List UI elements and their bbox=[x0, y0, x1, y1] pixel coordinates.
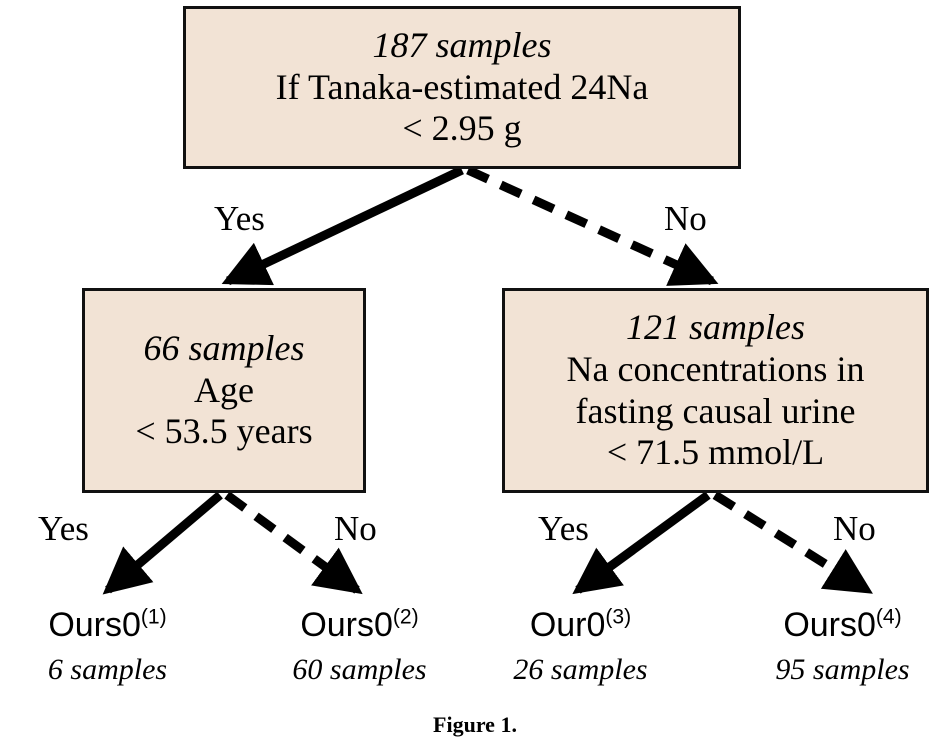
leaf-3-superscript: (3) bbox=[605, 605, 632, 629]
node-right-condition-line3: < 71.5 mmol/L bbox=[606, 432, 825, 473]
edge-root-no bbox=[466, 165, 719, 286]
leaf-1-superscript: (1) bbox=[140, 605, 167, 629]
edge-label-right-yes: Yes bbox=[538, 509, 589, 548]
edge-label-root-no: No bbox=[664, 199, 707, 238]
leaf-node-4[interactable]: Ours0(4) 95 samples bbox=[735, 605, 950, 686]
leaf-3-count: 26 samples bbox=[513, 653, 648, 686]
node-right-condition-line2: fasting causal urine bbox=[575, 390, 856, 431]
leaf-3-name: Our0(3) bbox=[473, 605, 688, 644]
leaf-4-count: 95 samples bbox=[775, 653, 910, 686]
edge-right-no bbox=[712, 491, 873, 594]
node-left-condition-line2: < 53.5 years bbox=[135, 411, 313, 452]
edge-left-yes bbox=[102, 491, 223, 595]
leaf-2-count: 60 samples bbox=[292, 653, 427, 686]
edge-label-left-no: No bbox=[334, 509, 377, 548]
leaf-2-name: Ours0(2) bbox=[252, 605, 467, 644]
node-right-condition-line1: Na concentrations in bbox=[566, 348, 865, 389]
leaf-4-name-text: Ours0 bbox=[783, 606, 876, 644]
leaf-node-1[interactable]: Ours0(1) 6 samples bbox=[0, 605, 215, 686]
leaf-1-count: 6 samples bbox=[47, 653, 168, 686]
node-root-condition-line2: < 2.95 g bbox=[402, 108, 522, 149]
node-root[interactable]: 187 samples If Tanaka-estimated 24Na < 2… bbox=[183, 6, 741, 169]
node-left[interactable]: 66 samples Age < 53.5 years bbox=[82, 288, 366, 493]
leaf-4-superscript: (4) bbox=[875, 605, 902, 629]
edge-left-no bbox=[224, 491, 363, 595]
node-left-count: 66 samples bbox=[143, 327, 305, 368]
edge-label-right-no: No bbox=[833, 509, 876, 548]
edge-label-left-yes: Yes bbox=[38, 509, 89, 548]
figure-caption: Figure 1. bbox=[433, 712, 517, 737]
leaf-4-name: Ours0(4) bbox=[735, 605, 950, 644]
leaf-node-2[interactable]: Ours0(2) 60 samples bbox=[252, 605, 467, 686]
leaf-3-name-text: Our0 bbox=[529, 606, 606, 644]
edge-root-yes bbox=[221, 165, 464, 286]
node-right-count: 121 samples bbox=[626, 307, 805, 347]
node-root-condition-line1: If Tanaka-estimated 24Na bbox=[275, 66, 649, 107]
leaf-node-3[interactable]: Our0(3) 26 samples bbox=[473, 605, 688, 686]
node-right[interactable]: 121 samples Na concentrations in fasting… bbox=[502, 288, 929, 493]
leaf-2-superscript: (2) bbox=[392, 605, 419, 629]
edge-right-yes bbox=[572, 491, 711, 595]
leaf-1-name-text: Ours0 bbox=[48, 606, 141, 644]
leaf-2-name-text: Ours0 bbox=[300, 606, 393, 644]
node-root-count: 187 samples bbox=[372, 24, 552, 65]
node-left-condition-line1: Age bbox=[194, 369, 254, 410]
edge-label-root-yes: Yes bbox=[214, 199, 265, 238]
leaf-1-name: Ours0(1) bbox=[0, 605, 215, 644]
